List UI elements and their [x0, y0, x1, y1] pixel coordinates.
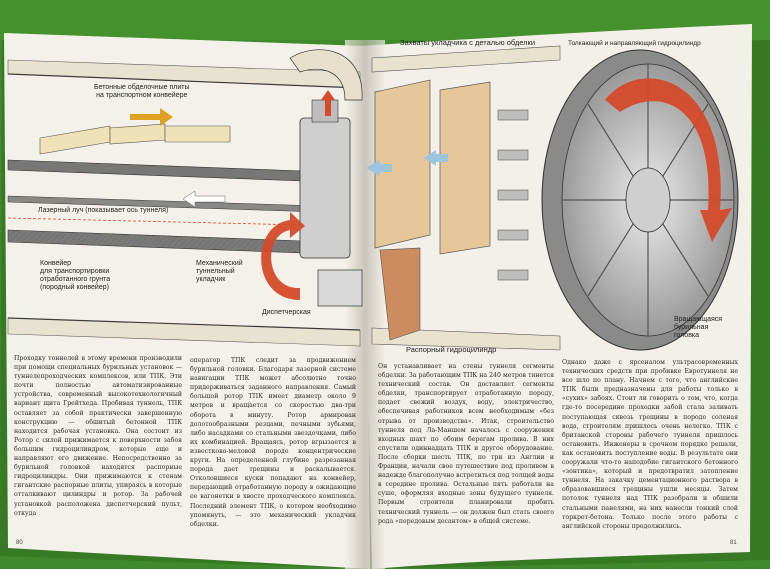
label-conveyor-line4: (породный конвейер)	[40, 284, 109, 291]
page-number-right: 81	[730, 540, 737, 546]
blue-arrow-1	[366, 160, 392, 176]
label-rotating-line1: Вращающаяся	[674, 316, 723, 323]
label-rotating: Вращающаяся бурильная головка	[674, 316, 722, 340]
page-number-left: 80	[16, 540, 23, 546]
dispatch-cabin	[317, 269, 363, 307]
thrust-cylinders	[497, 109, 529, 281]
label-spreader: Распорный гидроцилиндр	[406, 345, 497, 354]
rotation-arrow-left	[261, 212, 305, 300]
lining-segments	[374, 79, 491, 341]
label-grips: Захваты укладчика с деталью обделки	[400, 38, 536, 47]
plate-conveyor	[7, 123, 331, 213]
label-conveyor-line1: Конвейер	[40, 260, 72, 267]
label-rotating-line2: бурильная	[674, 324, 709, 331]
label-erector-line3: укладчик	[196, 276, 226, 283]
plates-arrow	[130, 108, 173, 126]
white-arrow-left	[182, 190, 226, 208]
text-column-1: Проходку тоннелей в этому времени произв…	[14, 355, 182, 517]
blue-arrow-2	[424, 150, 448, 166]
label-plates-line2: на транспортном конвейере	[96, 92, 188, 99]
label-erector: Механический туннельный укладчик	[196, 260, 243, 284]
label-conveyor-line2: для транспортировки	[40, 268, 110, 275]
tunnel-lining	[7, 59, 361, 347]
cutterhead	[541, 49, 739, 351]
label-dispatch: Диспетчерская	[262, 309, 311, 316]
label-conveyor: Конвейер для транспортировки отработанно…	[40, 260, 110, 292]
label-laser: Лазерный луч (показывает ось туннеля)	[38, 207, 169, 214]
right-lining	[371, 45, 561, 351]
label-erector-line2: туннельный	[196, 268, 235, 275]
label-thrust: Толкающий и направляющий гидроцилиндр	[568, 40, 701, 47]
text-column-3: Он устанавливает на стены туннеля сегмен…	[378, 363, 554, 525]
label-erector-line1: Механический	[196, 260, 243, 267]
text-column-2: оператор ТПК следит за продвижением бури…	[190, 357, 356, 528]
label-rotating-line3: головка	[674, 332, 700, 339]
erector-machine	[289, 49, 363, 259]
rotation-arrow-right	[605, 78, 732, 243]
label-plates: Бетонные обделочные плиты на транспортно…	[94, 84, 190, 100]
label-plates-line1: Бетонные обделочные плиты	[94, 84, 190, 91]
text-column-4: Однако даже с ярсеналом ультрасовременны…	[562, 359, 738, 530]
label-conveyor-line3: отработанного грунта	[40, 276, 111, 283]
